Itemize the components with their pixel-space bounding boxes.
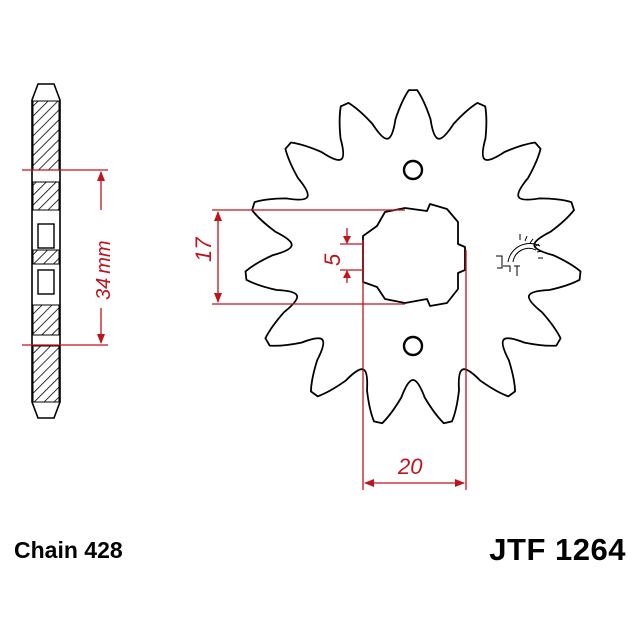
part-number-label: JTF 1264 (489, 532, 626, 567)
dimension-20-label: 20 (397, 454, 423, 479)
dimension-17: 17 (191, 209, 405, 305)
side-view-hatch-mid (32, 249, 60, 265)
side-view-hatch-upper-mid (32, 181, 60, 211)
side-view-hatch-lower-mid (32, 304, 60, 336)
dimension-20: 20 (362, 240, 467, 490)
mounting-hole-top (402, 159, 424, 181)
mounting-hole-bottom (402, 335, 424, 357)
jt-logo-mark (496, 234, 543, 276)
dimension-34-label: 34mm (93, 240, 115, 300)
side-view-hatch-top (32, 100, 60, 171)
side-view-spline-slot-upper (37, 223, 55, 249)
side-view-hatch-bottom (32, 345, 60, 403)
dimension-34mm: 34mm (22, 169, 115, 346)
dimension-17-label: 17 (191, 237, 216, 262)
chain-size-label: Chain 428 (14, 537, 123, 563)
splined-bore (362, 203, 466, 307)
dimension-5-label: 5 (320, 253, 345, 266)
sprocket-front-view (244, 89, 582, 425)
side-view (31, 83, 61, 419)
side-view-spline-slot-lower (37, 269, 55, 295)
dimension-5: 5 (320, 228, 364, 283)
